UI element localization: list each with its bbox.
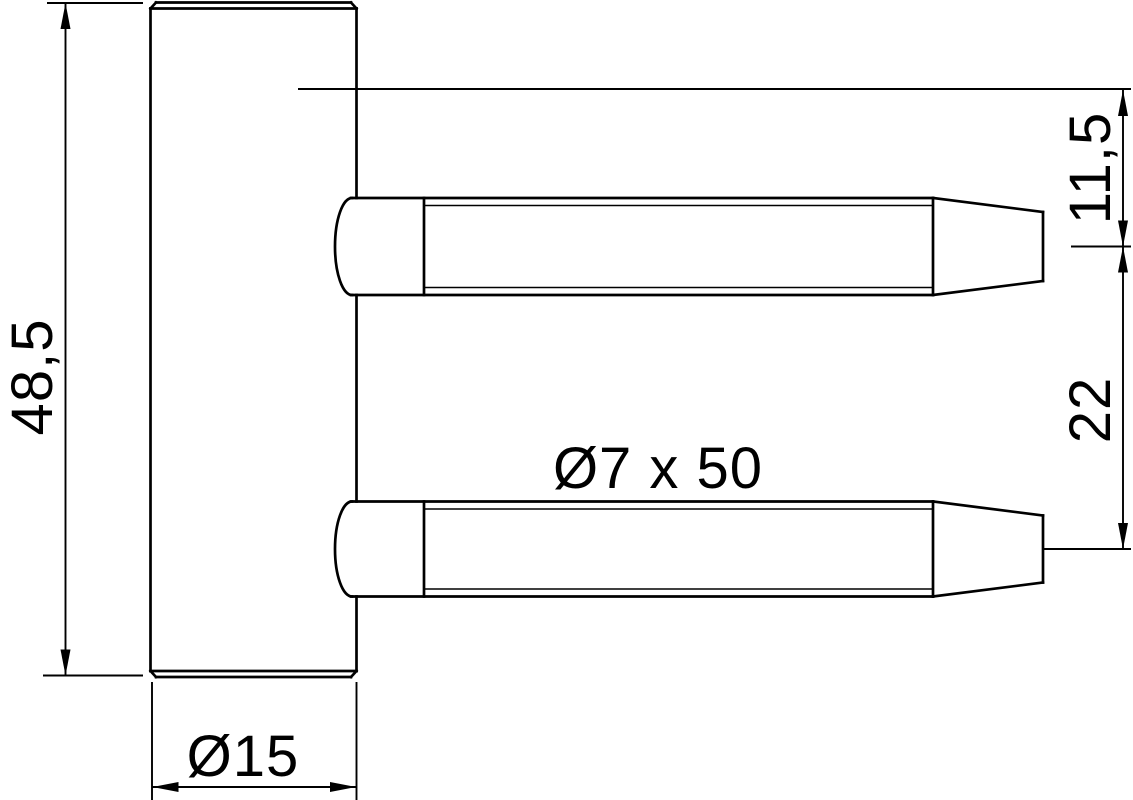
- diameter-arrow-right-icon: [330, 782, 356, 792]
- upper-pin: [333, 196, 1045, 297]
- lower-pin-taper-top: [931, 499, 1045, 518]
- height-arrow-up-icon: [60, 3, 71, 29]
- dimension-barrel-diameter: Ø15: [151, 682, 358, 800]
- diameter-arrow-left-icon: [152, 782, 179, 792]
- dimension-overall-height: 48,5: [0, 2, 143, 677]
- height-dimension-label: 48,5: [0, 319, 65, 436]
- hinge-barrel: [148, 0, 359, 679]
- dimension-pin-spacing: 22: [1043, 246, 1131, 550]
- dimension-pin-top-offset: 11,5: [1058, 89, 1131, 248]
- height-arrow-down-icon: [60, 649, 71, 676]
- offset-arrow-up-icon: [1118, 90, 1128, 116]
- upper-pin-taper-bottom: [931, 279, 1045, 297]
- upper-pin-round-cap: [333, 196, 354, 297]
- offset-dimension-label: 11,5: [1058, 112, 1123, 225]
- spacing-arrow-up-icon: [1118, 246, 1128, 273]
- lower-pin-taper-bottom: [931, 580, 1045, 599]
- lower-pin: [333, 499, 1045, 599]
- spacing-arrow-down-icon: [1118, 523, 1128, 549]
- offset-arrow-down-icon: [1118, 220, 1128, 247]
- lower-pin-round-cap: [333, 500, 354, 598]
- pin-spec-label: Ø7 x 50: [553, 436, 763, 501]
- upper-pin-taper-top: [931, 196, 1045, 214]
- diameter-dimension-label: Ø15: [187, 724, 300, 789]
- spacing-dimension-label: 22: [1058, 377, 1123, 444]
